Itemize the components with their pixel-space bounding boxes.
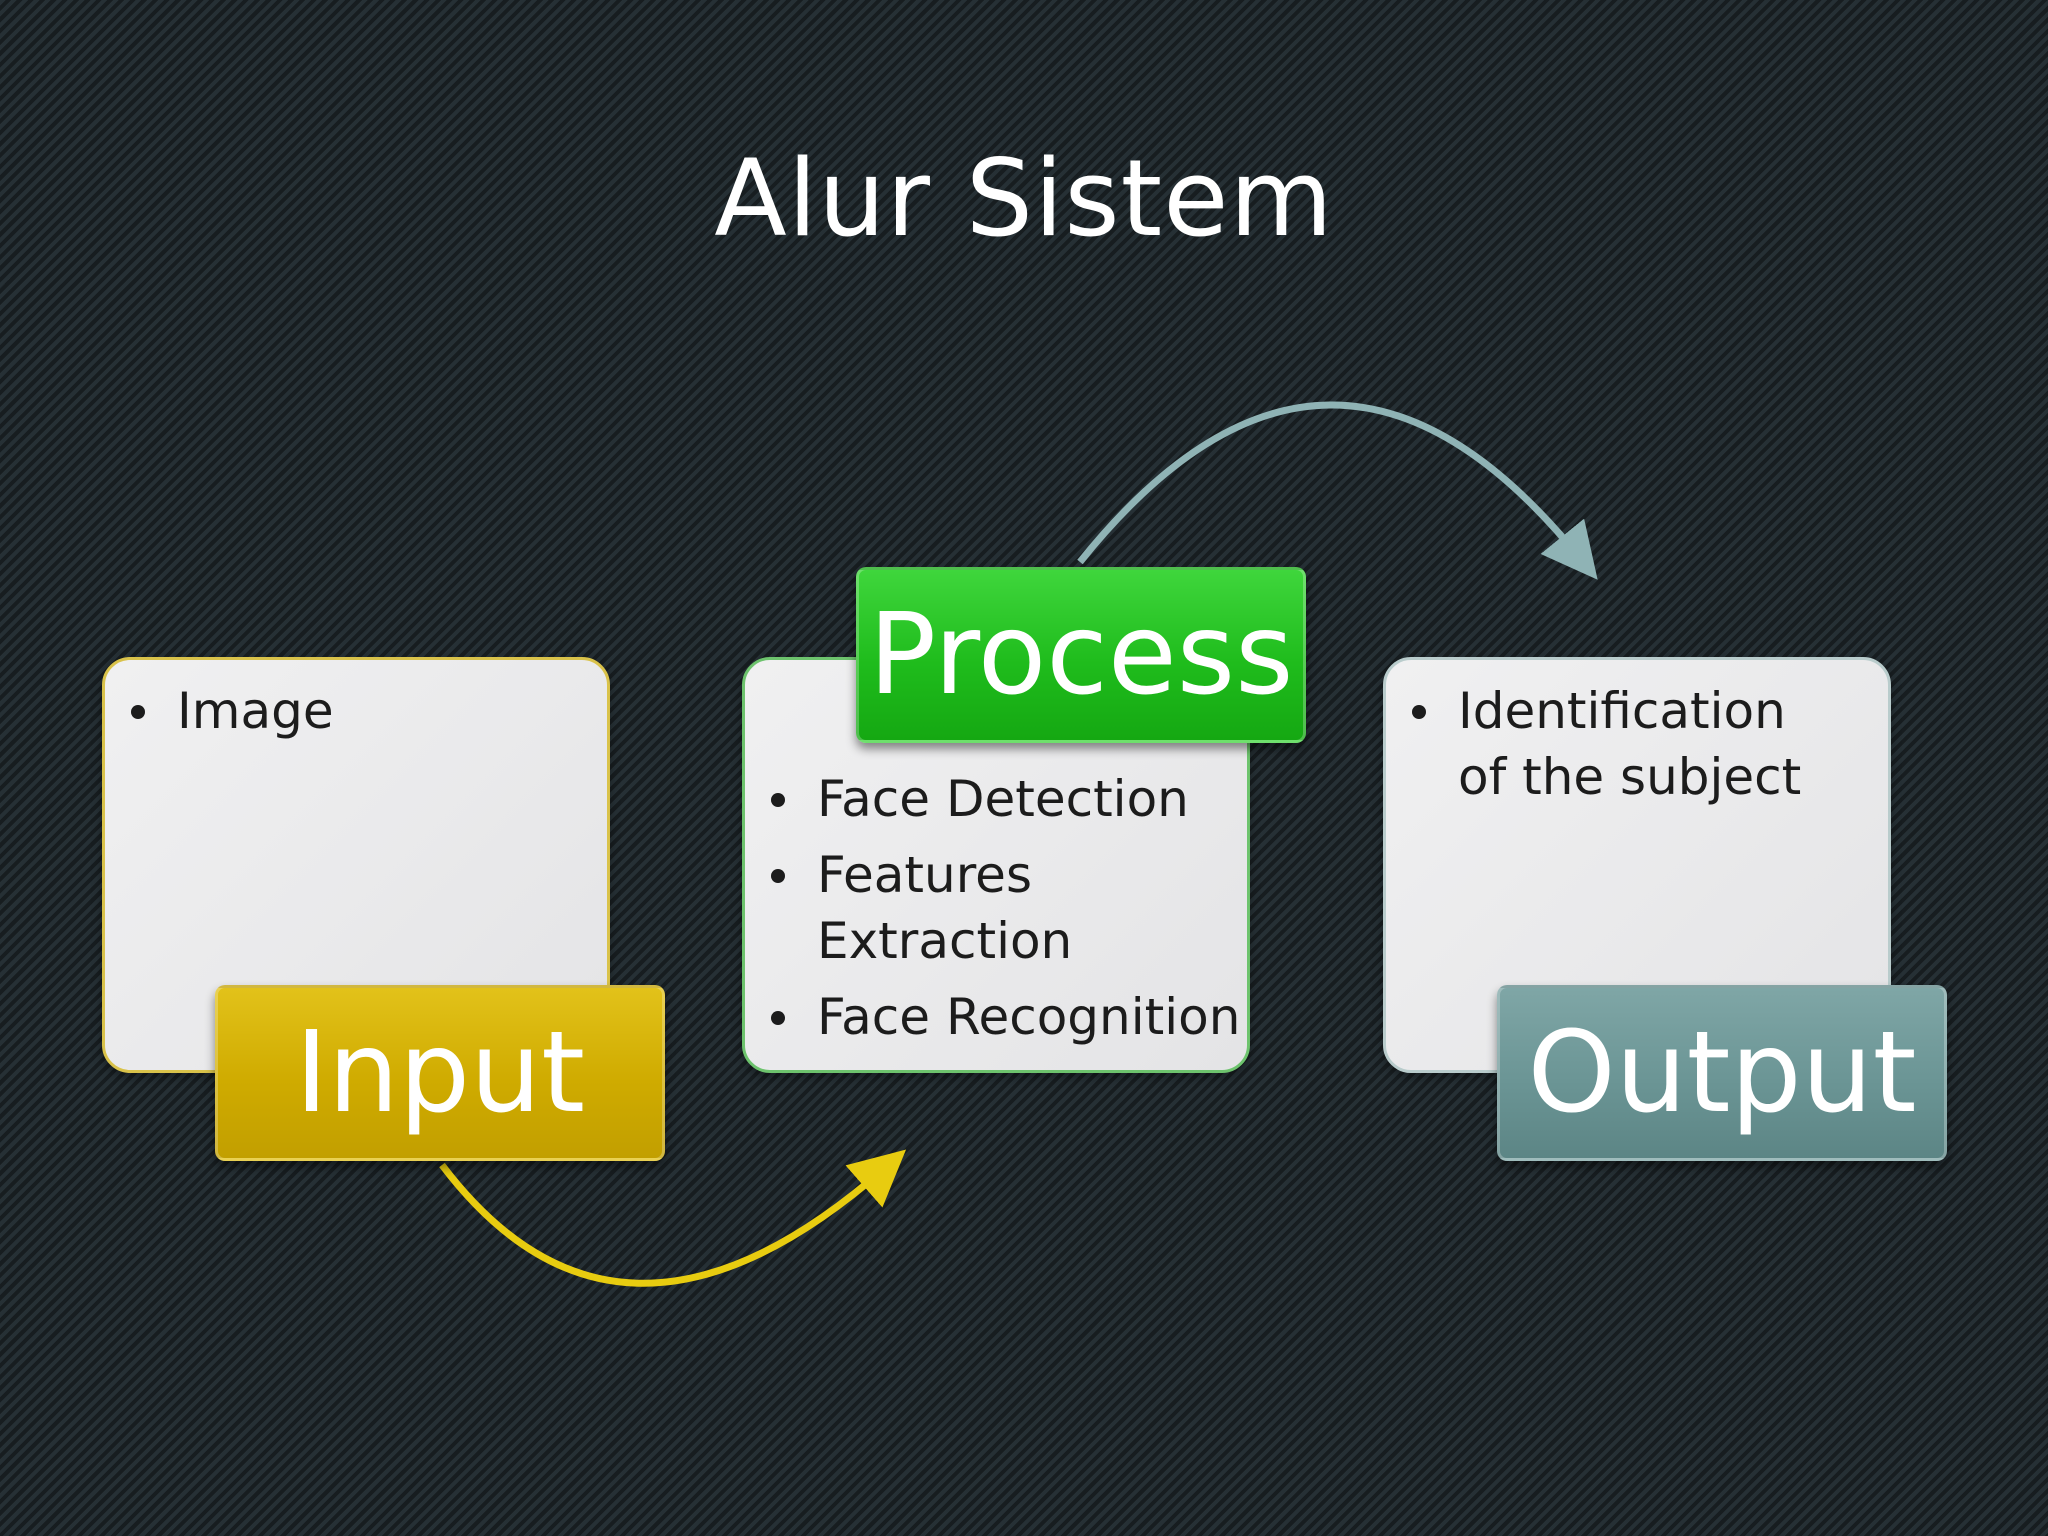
input-card: Image	[102, 657, 610, 1073]
list-item: Identification of the subject	[1386, 678, 1888, 810]
arrow-input-to-process	[439, 1149, 907, 1287]
list-item: Image	[105, 678, 607, 744]
output-items: Identification of the subject	[1386, 660, 1888, 810]
arrow-process-to-output	[1077, 401, 1598, 580]
list-item: Face Recognition	[745, 984, 1247, 1050]
input-label: Input	[215, 985, 665, 1161]
slide-title: Alur Sistem	[714, 137, 1334, 260]
list-item: Face Detection	[745, 766, 1247, 832]
input-items: Image	[105, 660, 607, 744]
output-label: Output	[1497, 985, 1947, 1161]
process-label: Process	[856, 567, 1306, 743]
process-items: Face Detection Features Extraction Face …	[745, 660, 1247, 1050]
list-item: Features Extraction	[745, 842, 1247, 974]
